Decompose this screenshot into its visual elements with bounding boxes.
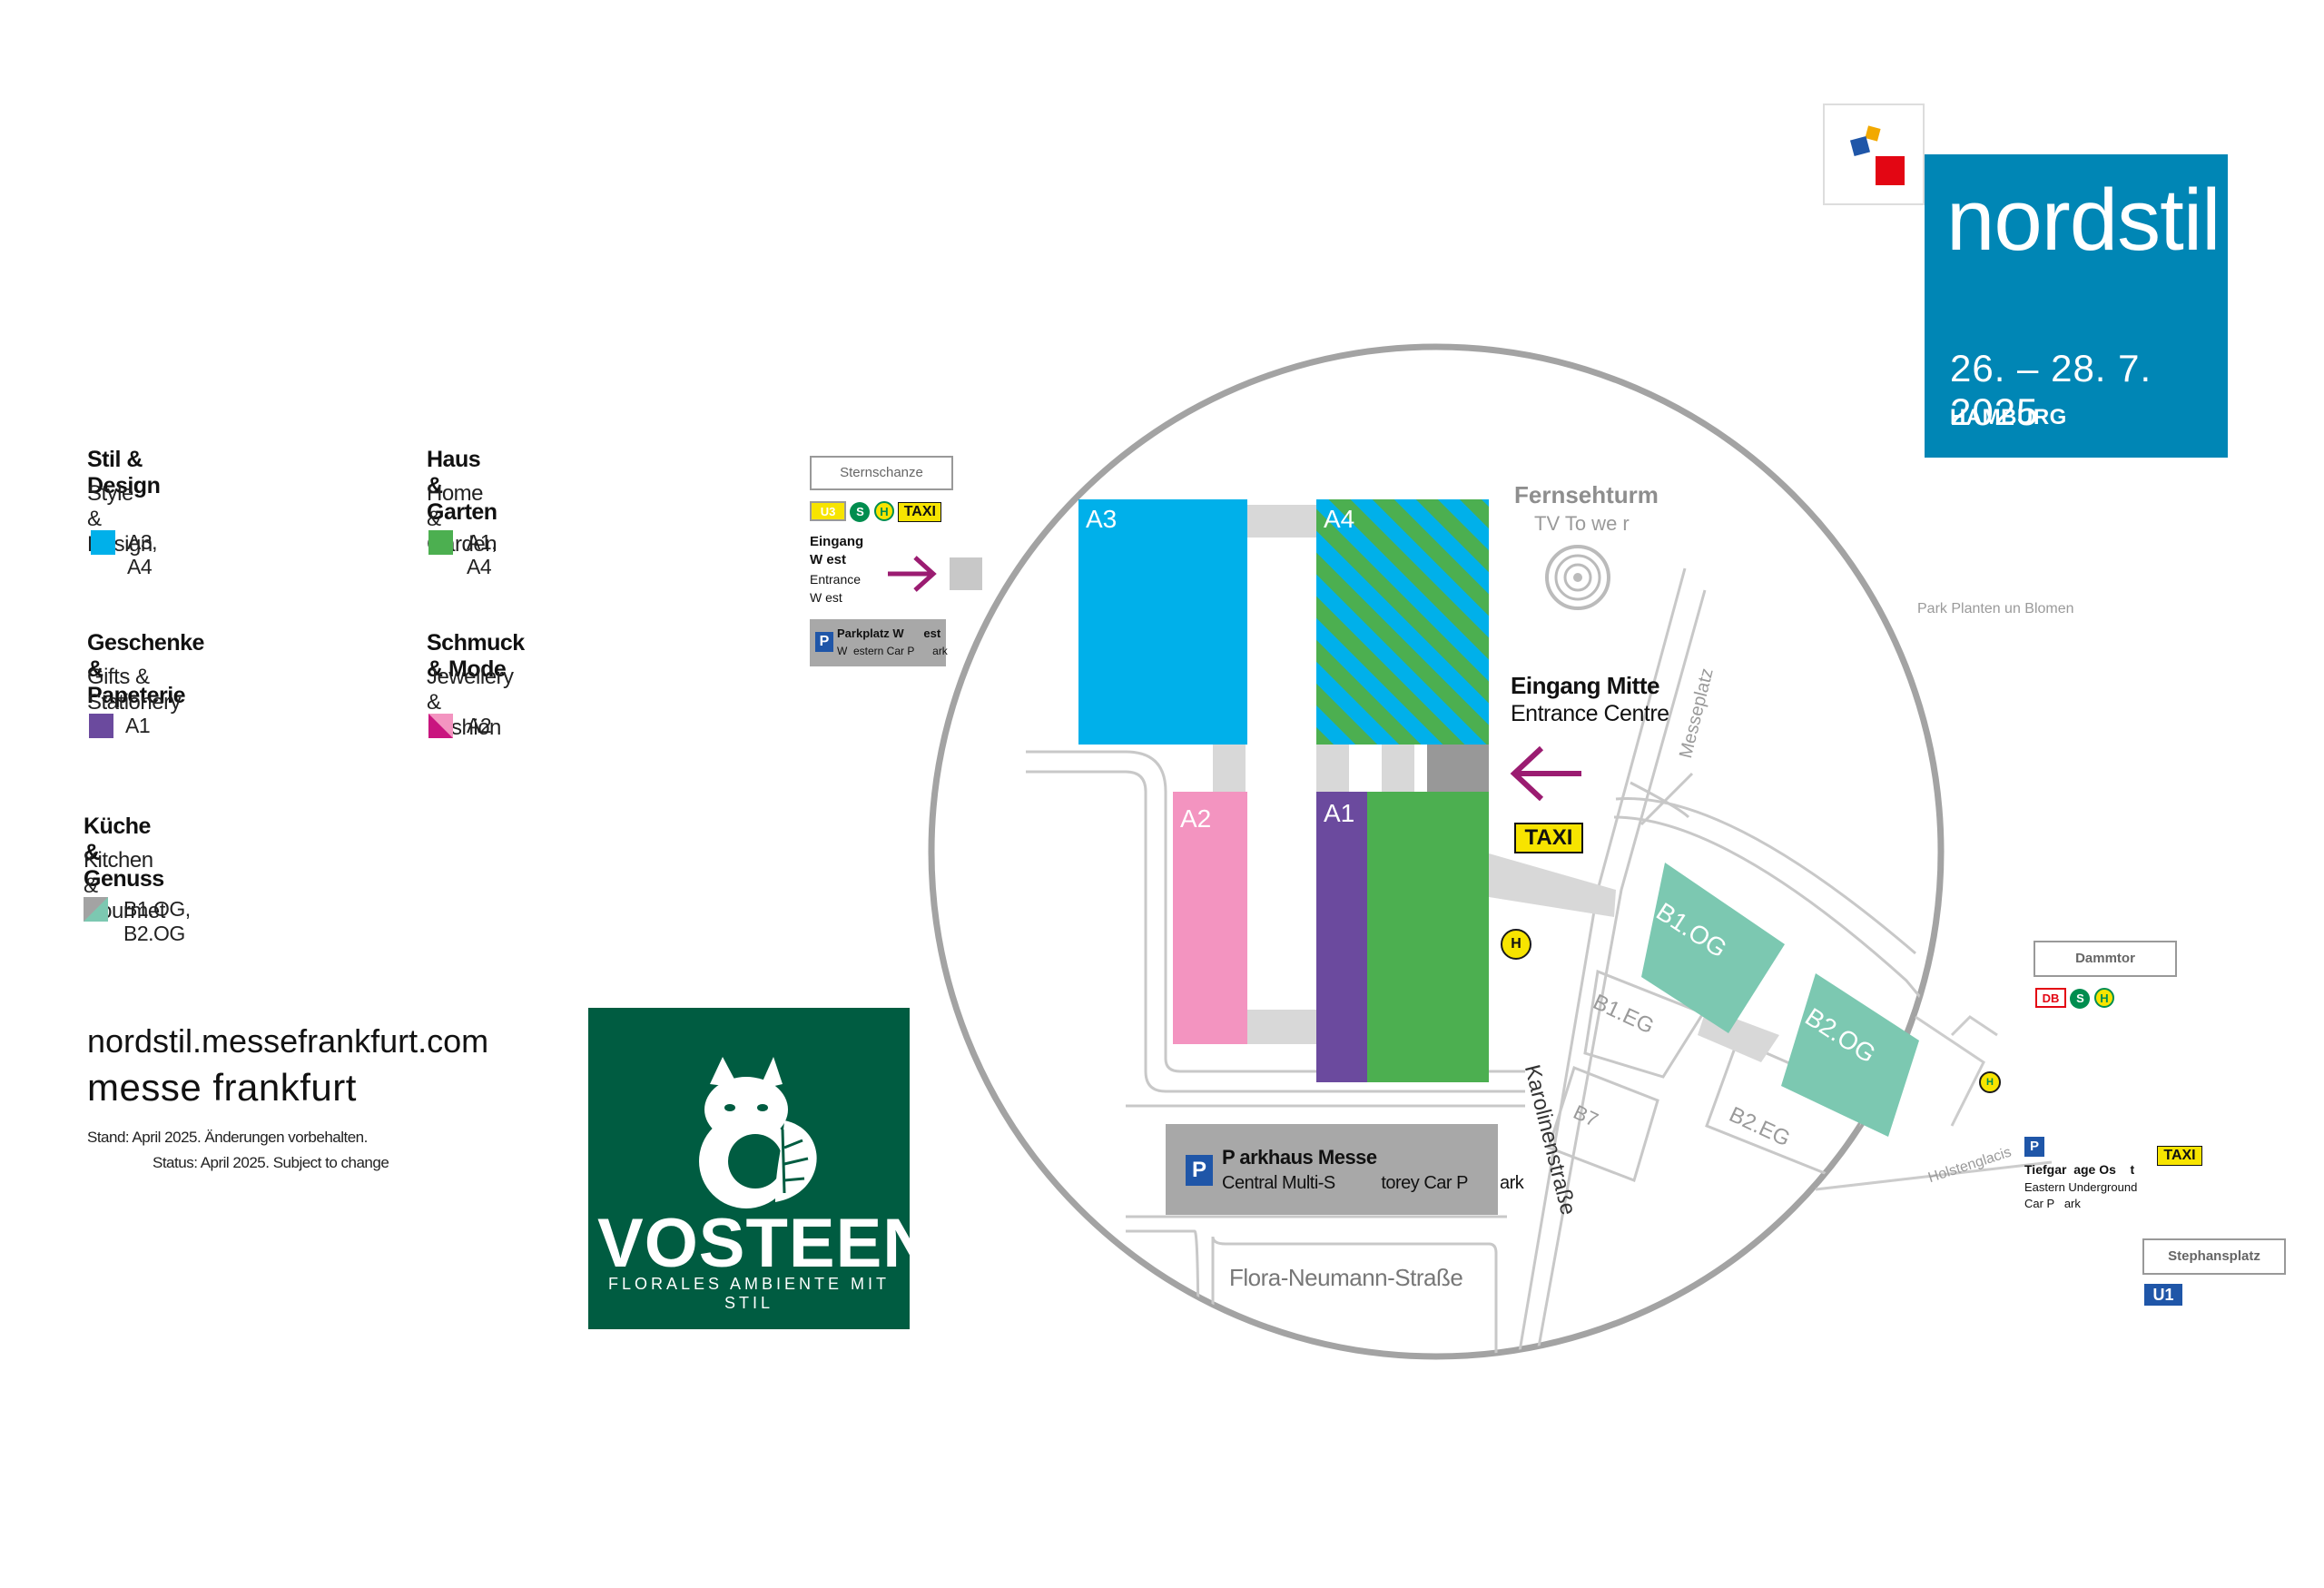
hall-label-a3: A3 [1086, 505, 1118, 533]
legend-swatch-haus-garten [428, 530, 453, 555]
station-sternschanze: Sternschanze [810, 456, 953, 490]
parking-icon-east: P [2024, 1137, 2044, 1157]
bus-badge-west: H [873, 501, 894, 521]
legend-subtitle-gifts: Gifts & Stationery [87, 665, 182, 715]
status-note-en: Status: April 2025. Subject to change [153, 1154, 389, 1171]
tv-tower-label-de: Fernsehturm [1514, 481, 1659, 508]
taxi-badge-west: TAXI [898, 502, 942, 522]
bus-stop-h-holstenglacis: H [1986, 1077, 1994, 1088]
u3-badge: U3 [810, 501, 846, 521]
parking-icon-west: P [815, 632, 833, 652]
legend-swatch-schmuck-mode [428, 714, 453, 738]
sponsor-logo-block: VOSTEEN FLORALES AMBIENTE MIT STIL [588, 1008, 934, 1329]
brand-name: nordstil [1946, 172, 2221, 269]
taxi-badge-east: TAXI [2157, 1146, 2202, 1166]
hall-a4[interactable] [1316, 499, 1489, 745]
parking-icon-parkhaus: P [1186, 1155, 1213, 1186]
parkplatz-west-en: W estern Car P ark [837, 645, 948, 657]
connector-a4-a1-left [1316, 745, 1349, 792]
entrance-centre-de: Eingang Mitte [1511, 672, 1659, 699]
transport-badges-dammtor: DB S H [2035, 988, 2114, 1009]
legend-title-haus-garten: Haus & Garten [427, 447, 497, 525]
connector-a1-b1 [1489, 853, 1616, 917]
bus-stop-h-label: H [1511, 936, 1521, 952]
s-bahn-badge-dammtor: S [2070, 989, 2091, 1009]
legend-title-kueche: Küche & Genuss [84, 814, 164, 892]
bus-stop-icon-holstenglacis [1979, 1071, 2001, 1093]
entrance-west-de1: Eingang [810, 534, 864, 549]
connector-a3-a4 [1247, 505, 1316, 538]
sponsor-tagline: FLORALES AMBIENTE MIT STIL [607, 1275, 891, 1312]
sponsor-name: VOSTEEN [597, 1205, 934, 1282]
tv-tower-icon [1545, 545, 1610, 610]
bus-stop-icon [1501, 929, 1531, 960]
messe-logo-mark [1823, 104, 1925, 205]
squares-logo-icon [1849, 125, 1905, 185]
entrance-centre-block [1427, 745, 1489, 792]
arrow-right-icon [888, 556, 937, 592]
parkplatz-west-de: Parkplatz W est [837, 626, 941, 640]
entrance-west-block [950, 557, 982, 590]
legend-value-schmuck-mode: A2 [467, 714, 492, 737]
hall-b1og[interactable] [1641, 863, 1785, 1033]
db-badge: DB [2035, 988, 2066, 1008]
tiefgarage-en2: Car P ark [2024, 1197, 2081, 1210]
entrance-west-en1: Entrance [810, 572, 862, 587]
brand-date: 26. – 28. 7. 2025 [1950, 347, 2152, 433]
connector-a3-a2 [1213, 745, 1246, 792]
tiefgarage-de: Tiefgar age Os t [2024, 1162, 2135, 1177]
road-left [1026, 770, 1525, 1093]
legend-title-geschenke: Geschenke & Papeterie [87, 630, 204, 708]
status-note-de: Stand: April 2025. Änderungen vorbehalte… [87, 1129, 368, 1146]
legend-title-schmuck-mode: Schmuck & Mode [427, 630, 525, 682]
arrow-left-icon [1510, 745, 1581, 802]
legend-swatch-kueche [84, 897, 108, 922]
hall-label-a1: A1 [1324, 799, 1355, 827]
station-stephansplatz: Stephansplatz [2142, 1238, 2286, 1275]
bus-badge-dammtor: H [2093, 988, 2114, 1008]
entrance-west-de2: W est [810, 552, 847, 567]
park-label: Park Planten un Blomen [1917, 601, 2074, 616]
brand-block: nordstil 26. – 28. 7. 2025 HAMBURG [1925, 154, 2228, 458]
transport-badges-west: U3 S H TAXI [810, 501, 942, 522]
entrance-west-en2: W est [810, 590, 842, 605]
legend-title-stil-design: Stil & Design [87, 447, 161, 498]
hall-a1-home[interactable] [1367, 792, 1489, 1082]
tv-tower-label-en: TV To we r [1534, 512, 1630, 535]
hall-label-a4: A4 [1324, 505, 1355, 533]
station-dammtor: Dammtor [2034, 941, 2177, 977]
entrance-centre-en: Entrance Centre [1511, 701, 1669, 726]
legend-swatch-stil-design [91, 530, 115, 555]
connector-a2-a1 [1247, 1010, 1316, 1044]
website-link[interactable]: nordstil.messefrankfurt.com [87, 1022, 489, 1060]
hall-a2[interactable] [1173, 792, 1247, 1044]
fox-icon [699, 1057, 817, 1208]
s-bahn-badge: S [850, 502, 871, 522]
parkhaus-en: Central Multi-S torey Car P ark [1222, 1173, 1524, 1193]
hall-b2og[interactable] [1781, 973, 1919, 1137]
legend-value-geschenke: A1 [125, 714, 151, 737]
parkhaus-messe[interactable] [1166, 1124, 1498, 1215]
hall-a1-gifts[interactable] [1316, 792, 1367, 1082]
taxi-badge-centre: TAXI [1514, 823, 1583, 853]
parkplatz-west[interactable]: P Parkplatz W est W estern Car P ark [810, 619, 948, 666]
hall-a3[interactable] [1078, 499, 1247, 745]
legend-swatch-geschenke [89, 714, 113, 738]
connector-a4-a1-mid [1382, 745, 1414, 792]
legend-value-stil-design: A3, A4 [127, 530, 158, 578]
brand-city: HAMBURG [1950, 405, 2067, 429]
street-flora-neumann: Flora-Neumann-Straße [1229, 1264, 1463, 1291]
parkhaus-de: P arkhaus Messe [1222, 1146, 1377, 1169]
company-name: messe frankfurt [87, 1066, 357, 1109]
hall-label-a2: A2 [1180, 804, 1212, 833]
tiefgarage-en1: Eastern Underground [2024, 1180, 2138, 1194]
legend-value-haus-garten: A1, A4 [467, 530, 497, 578]
u1-badge: U1 [2144, 1284, 2182, 1306]
legend-value-kueche: B1.OG, B2.OG [123, 897, 191, 945]
legend-subtitle-home-garden: Home & Garden [427, 481, 497, 557]
